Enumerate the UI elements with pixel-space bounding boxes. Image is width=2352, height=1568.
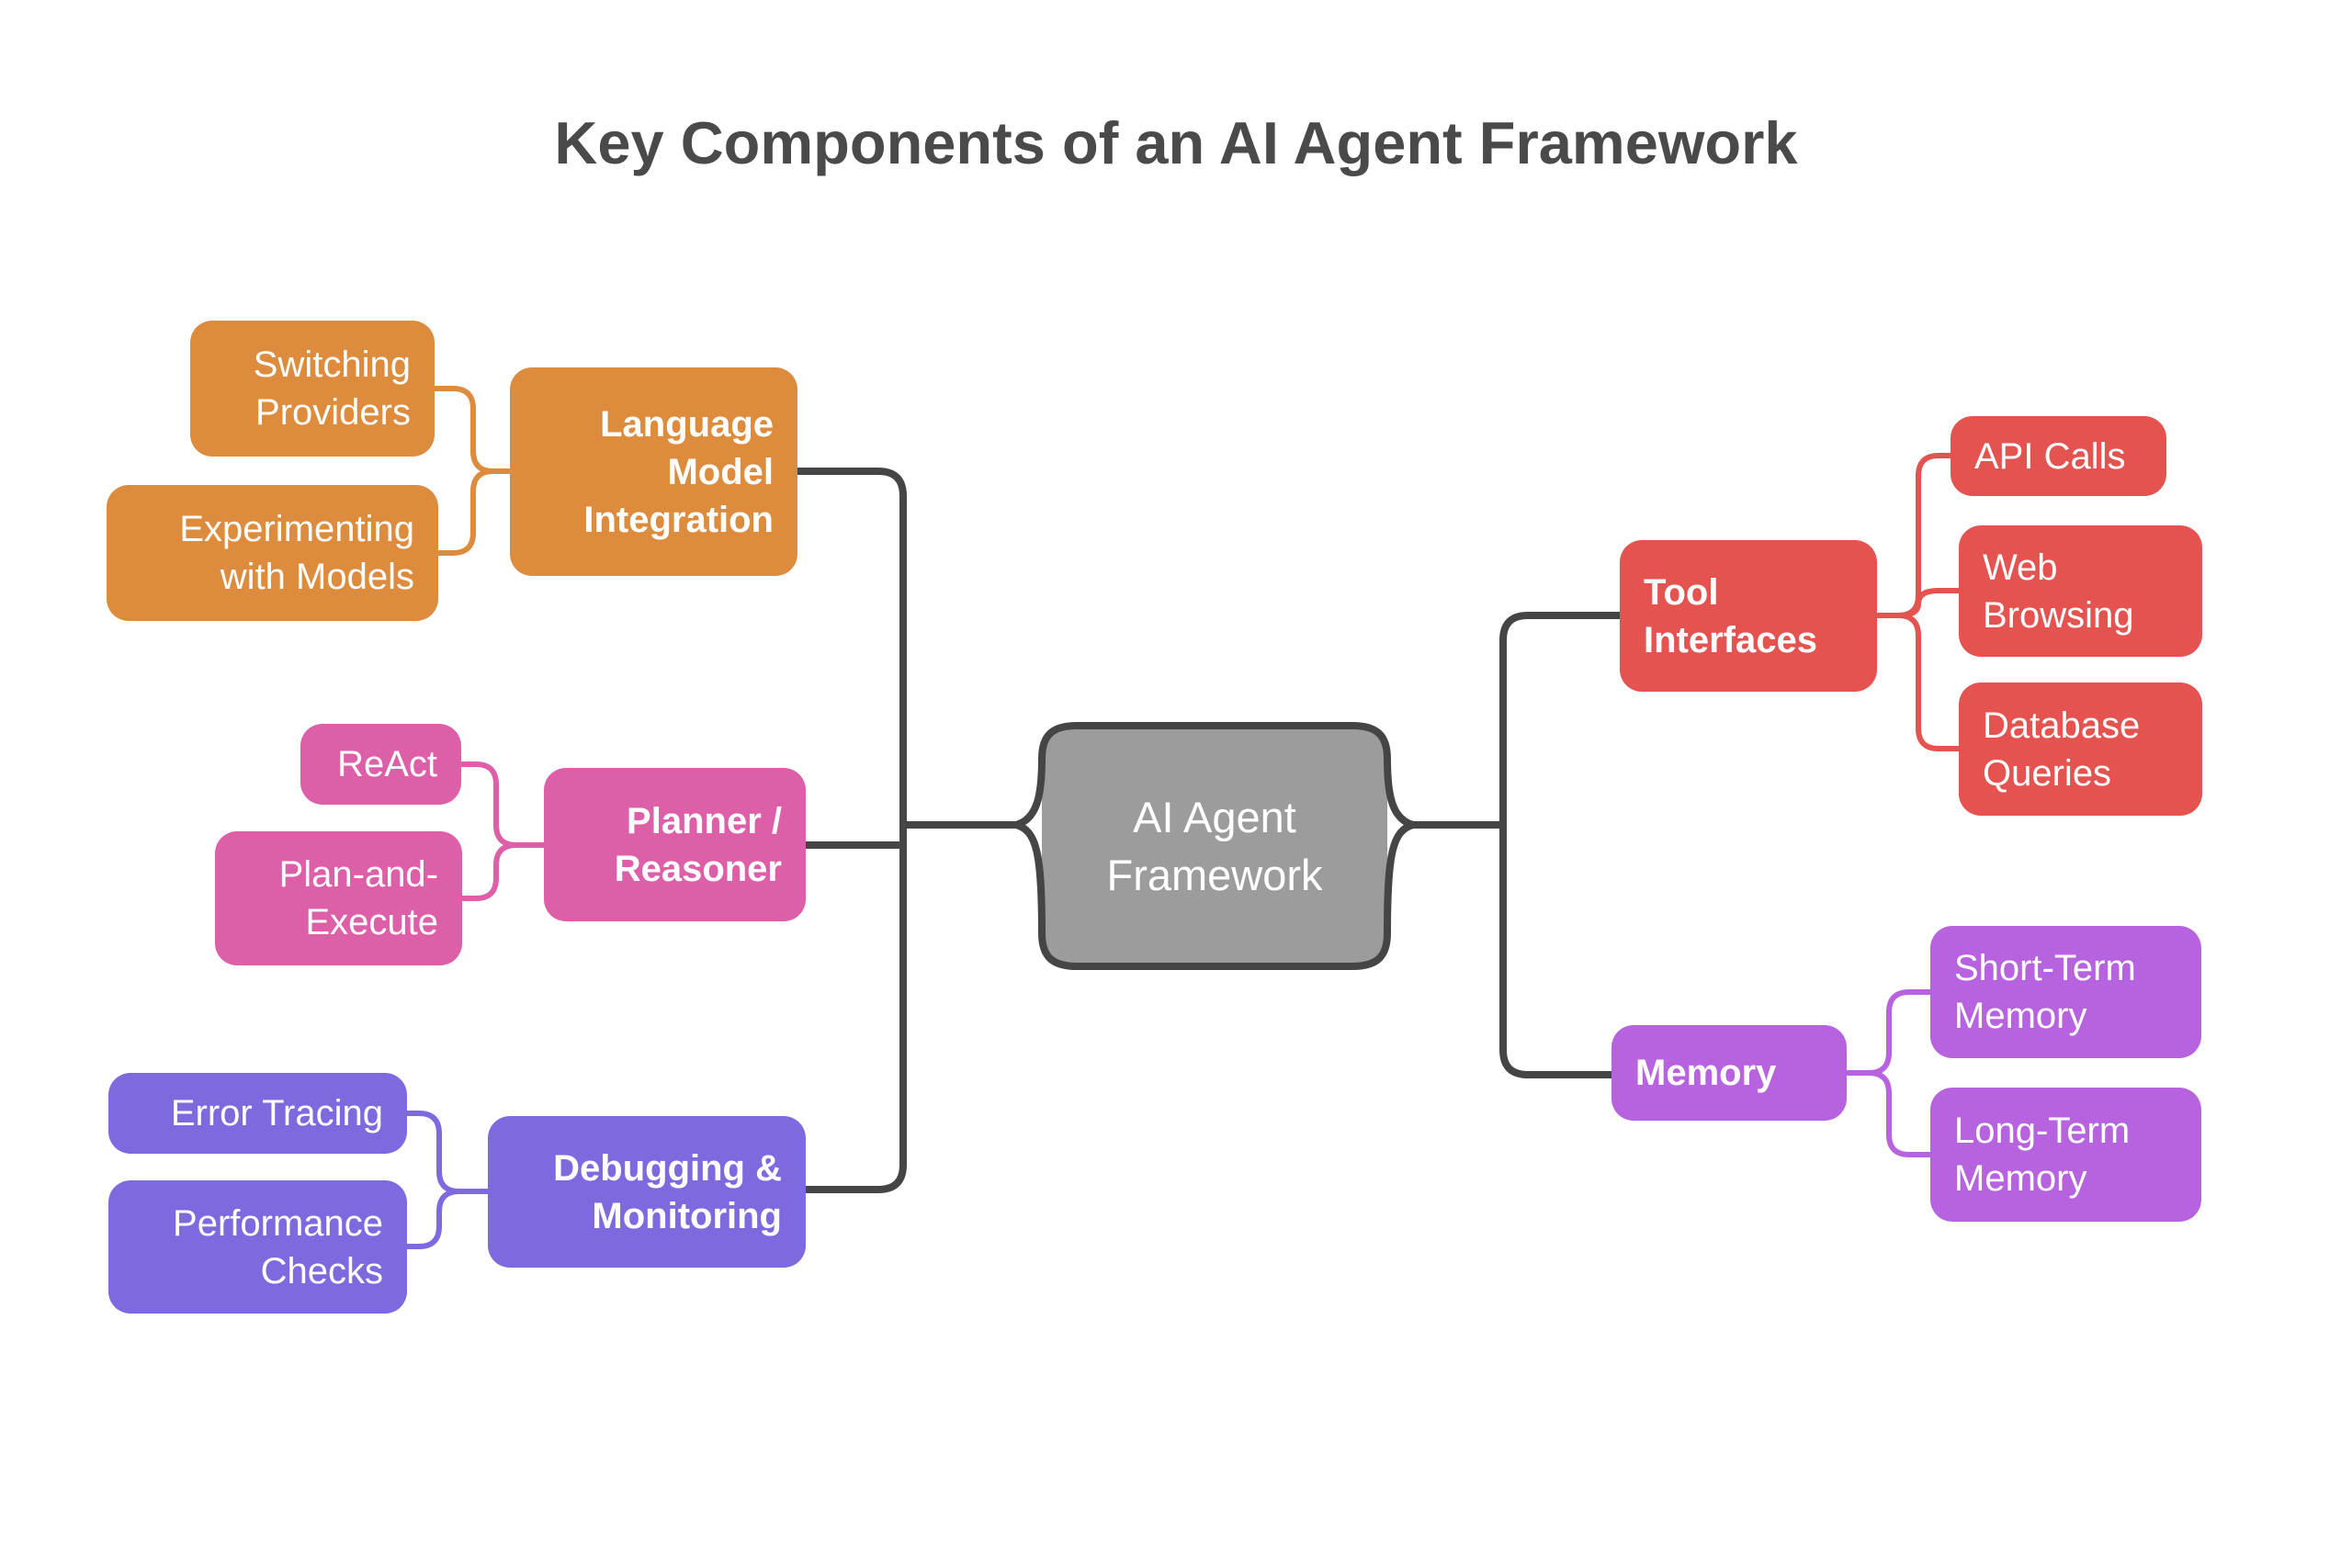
connector-experimenting-models: [435, 468, 513, 556]
node-long-term-memory[interactable]: Long-Term Memory: [1930, 1088, 2201, 1222]
node-experimenting-with-models[interactable]: Experimenting with Models: [107, 485, 438, 621]
root-node-label-box: AI Agent Framework: [1042, 726, 1387, 966]
connector-switching-providers: [432, 386, 513, 474]
node-label: Database Queries: [1983, 705, 2141, 794]
node-web-browsing[interactable]: Web Browsing: [1959, 525, 2202, 657]
node-react[interactable]: ReAct: [300, 724, 461, 805]
root-node-fill[interactable]: [1042, 726, 1387, 966]
connector-short-term-memory: [1844, 989, 1933, 1076]
node-label: Debugging & Monitoring: [553, 1147, 782, 1236]
diagram-title: Key Components of an AI Agent Framework: [554, 109, 1798, 176]
connector-database-queries: [1874, 613, 1962, 751]
connector-error-tracing: [404, 1111, 491, 1194]
node-label: ReAct: [337, 744, 437, 784]
node-language-model-integration[interactable]: Language Model Integration: [510, 367, 797, 576]
node-label: Memory: [1635, 1053, 1777, 1093]
node-planner-reasoner[interactable]: Planner / Reasoner: [544, 768, 806, 921]
node-label: API Calls: [1974, 435, 2126, 477]
node-debugging-monitoring[interactable]: Debugging & Monitoring: [488, 1116, 806, 1268]
connector-performance-checks: [404, 1189, 491, 1249]
node-label: Performance Checks: [173, 1202, 383, 1292]
connector-right-trunk: [1499, 612, 1623, 1078]
node-label: Plan-and- Execute: [278, 854, 438, 942]
node-label: Tool Interfaces: [1644, 571, 1817, 660]
root-node-border-top: [1012, 722, 1417, 829]
node-label: Planner / Reasoner: [614, 800, 782, 889]
node-label: Long-Term Memory: [1954, 1111, 2131, 1199]
node-switching-providers[interactable]: Switching Providers: [190, 321, 435, 457]
root-node-label: AI Agent Framework: [1106, 792, 1323, 899]
node-performance-checks[interactable]: Performance Checks: [108, 1180, 407, 1314]
connector-plan-and-execute: [459, 842, 547, 901]
node-label: Language Model Integration: [583, 403, 774, 540]
node-label: Short-Term Memory: [1954, 948, 2136, 1036]
node-memory[interactable]: Memory: [1611, 1025, 1847, 1121]
node-tool-interfaces[interactable]: Tool Interfaces: [1620, 540, 1877, 692]
connector-long-term-memory: [1844, 1070, 1933, 1157]
node-short-term-memory[interactable]: Short-Term Memory: [1930, 926, 2201, 1058]
node-label: Web Browsing: [1983, 547, 2134, 636]
connector-left-trunk: [794, 468, 907, 1193]
node-database-queries[interactable]: Database Queries: [1959, 682, 2202, 816]
node-label: Switching Providers: [253, 344, 411, 433]
node-api-calls[interactable]: API Calls: [1951, 416, 2166, 496]
node-error-tracing[interactable]: Error Tracing: [108, 1073, 407, 1154]
connector-react: [458, 761, 547, 848]
node-label: Experimenting with Models: [179, 509, 414, 597]
node-plan-and-execute[interactable]: Plan-and- Execute: [215, 831, 462, 965]
root-node-border-bottom: [1012, 821, 1417, 970]
node-label: Error Tracing: [170, 1093, 383, 1134]
